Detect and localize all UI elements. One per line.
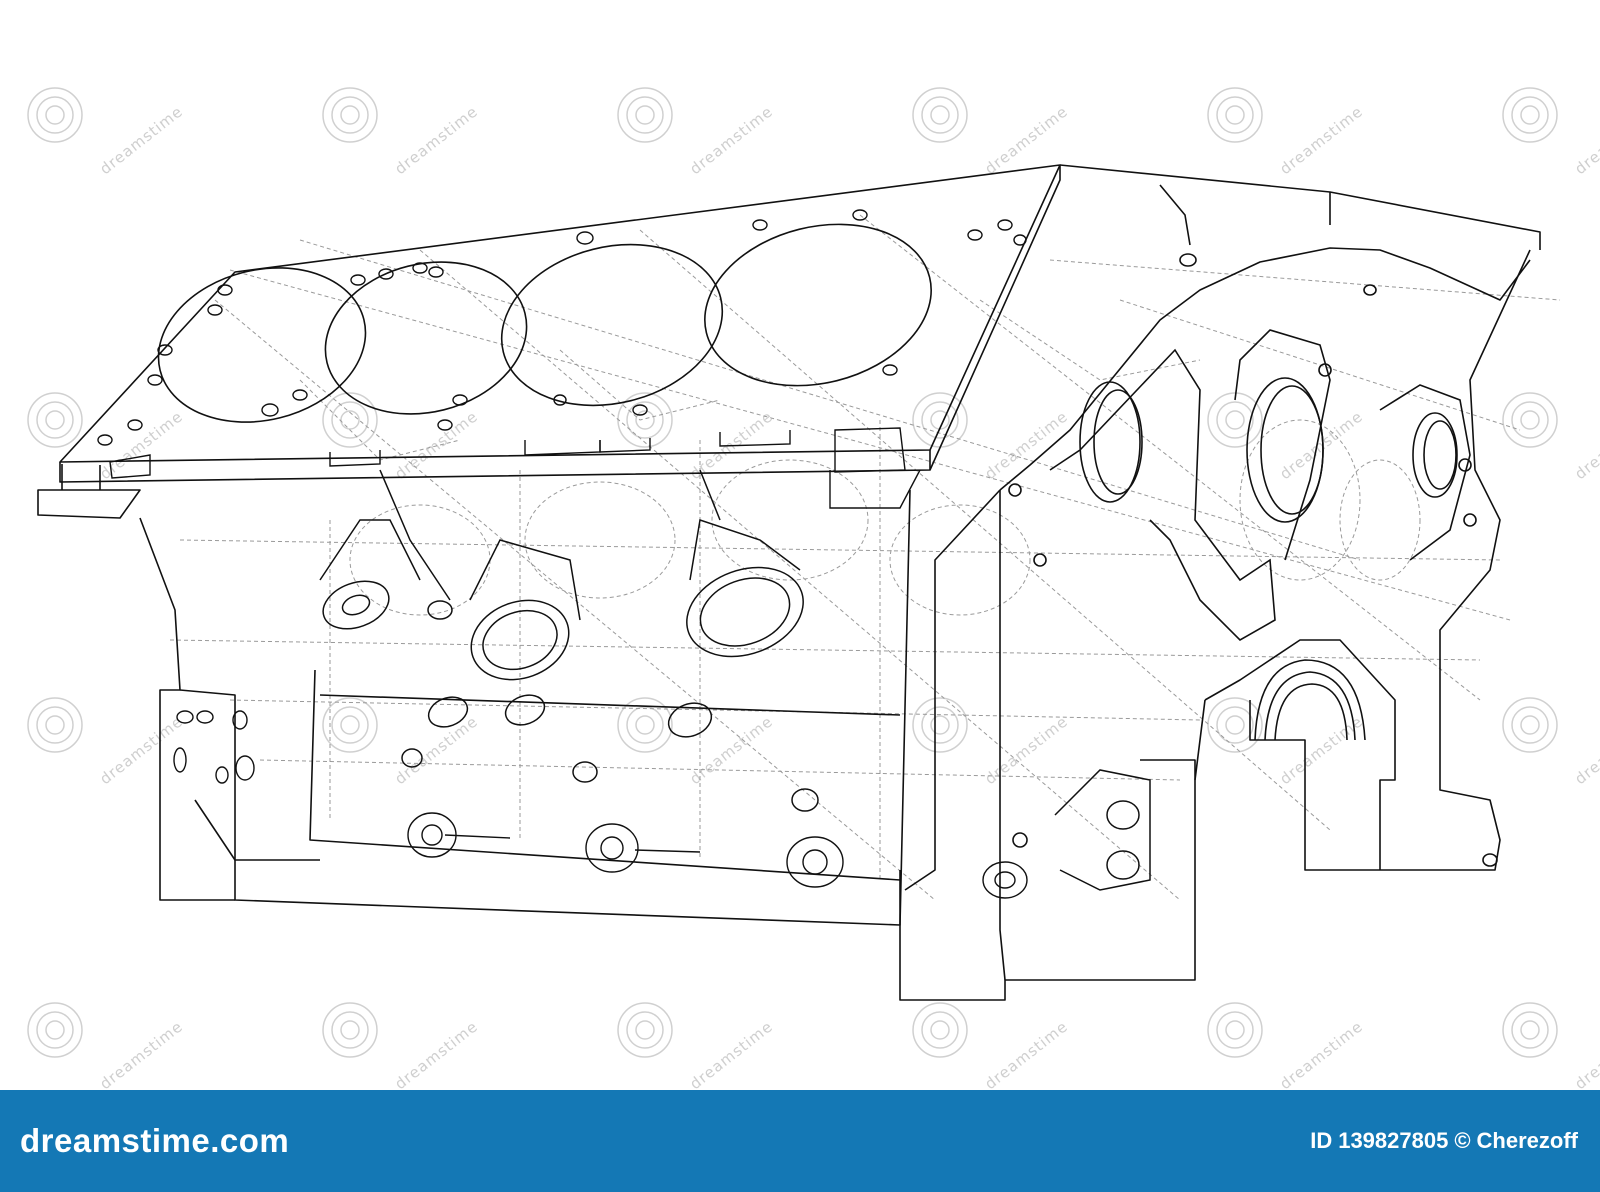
watermark-text: dreamstime [96,712,186,788]
watermark-text: dreamstime [96,102,186,178]
dreamstime-spiral-icon [322,697,378,753]
end-face-bores [1008,253,1498,867]
watermark-text: dreamstime [391,712,481,788]
watermark-text: dreamstime [96,407,186,483]
watermark-text: dreamstime [1571,712,1600,788]
dreamstime-spiral-icon [617,392,673,448]
dreamstime-spiral-icon [1502,697,1558,753]
watermark-layer: dreamstime dreamstime dreamstime dreamstime… [27,87,1600,1090]
dreamstime-spiral-icon [322,87,378,143]
cylinder-bores [157,223,932,423]
watermark-text: dreamstime [1571,407,1600,483]
watermark-text: dreamstime [1571,102,1600,178]
watermark-text: dreamstime [686,102,776,178]
hidden-lines [169,214,1561,901]
dreamstime-spiral-icon [27,87,83,143]
dreamstime-spiral-icon [617,87,673,143]
dreamstime-spiral-icon [322,392,378,448]
author-name[interactable]: Cherezoff [1476,1128,1578,1153]
watermark-text: dreamstime [1276,102,1366,178]
watermark-text: dreamstime [391,1017,481,1090]
engine-block-wireframe-icon: dreamstime dreamstime dreamstime dreamstime… [27,87,1600,1090]
id-label: ID [1310,1128,1333,1153]
watermark-text: dreamstime [96,1017,186,1090]
dreamstime-spiral-icon [912,87,968,143]
solid-lines [37,164,1541,1001]
dreamstime-spiral-icon [1207,87,1263,143]
watermark-text: dreamstime [686,1017,776,1090]
dreamstime-spiral-icon [1502,1002,1558,1058]
watermark-text: dreamstime [981,1017,1071,1090]
illustration-canvas: dreamstime dreamstime dreamstime dreamstime… [27,87,1600,1090]
watermark-text: dreamstime [1571,1017,1600,1090]
dreamstime-spiral-icon [912,1002,968,1058]
dreamstime-spiral-icon [912,697,968,753]
deck-bolt-holes [97,209,1027,446]
dreamstime-spiral-icon [1207,1002,1263,1058]
id-number: 139827805 [1338,1128,1449,1153]
dreamstime-spiral-icon [1502,87,1558,143]
watermark-text: dreamstime [981,102,1071,178]
dreamstime-spiral-icon [1207,697,1263,753]
dreamstime-spiral-icon [1502,392,1558,448]
brand-logo-text[interactable]: dreamstime.com [20,1122,290,1159]
dreamstime-spiral-icon [27,392,83,448]
crank-studs [173,710,1028,899]
connecting-rods [319,469,1151,891]
watermark-text: dreamstime [981,407,1071,483]
watermark-text: dreamstime [1276,1017,1366,1090]
dreamstime-spiral-icon [617,1002,673,1058]
dreamstime-spiral-icon [322,1002,378,1058]
copyright-symbol: © [1454,1128,1471,1153]
watermark-text: dreamstime [391,407,481,483]
dreamstime-spiral-icon [1207,392,1263,448]
dreamstime-spiral-icon [27,697,83,753]
deck-tabs [109,427,921,509]
watermark-text: dreamstime [391,102,481,178]
dreamstime-spiral-icon [27,1002,83,1058]
